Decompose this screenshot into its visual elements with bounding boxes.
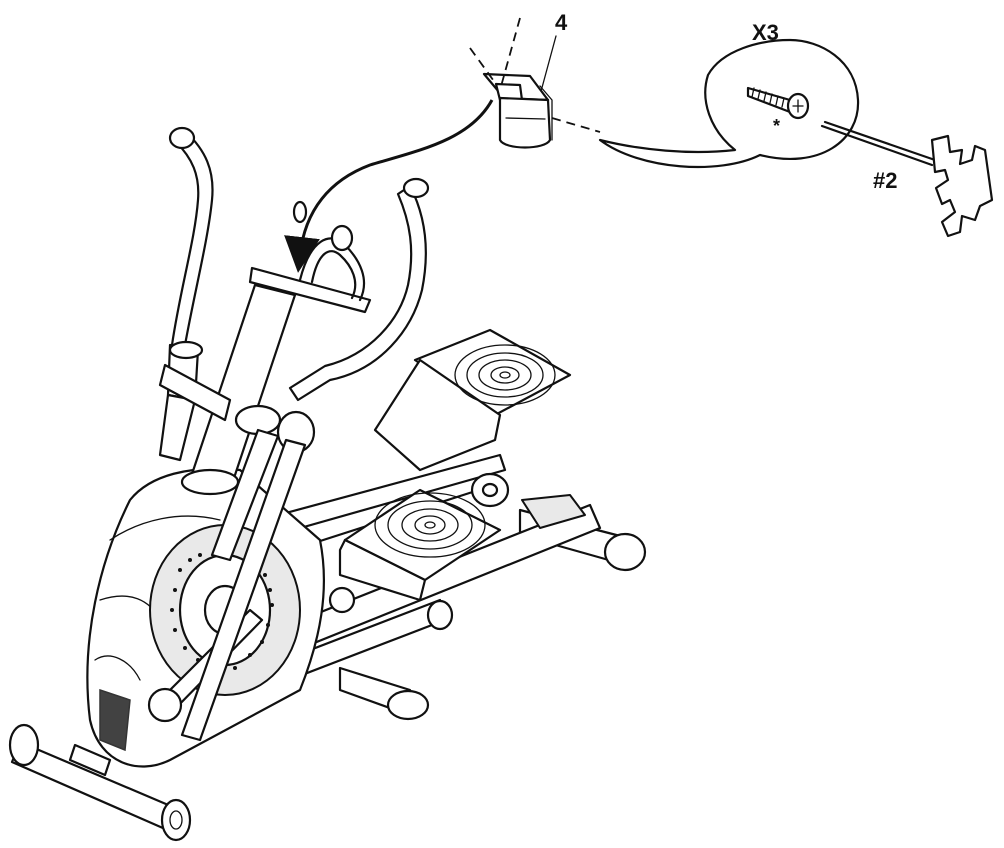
screw-icon <box>746 86 810 120</box>
pedal-lower-grip <box>374 492 486 558</box>
install-arrow <box>284 99 494 273</box>
pedal-upper-grip <box>454 344 556 406</box>
bracket-part-icon <box>482 72 553 149</box>
axis-dash-upper <box>469 47 497 85</box>
tool-label: #2 <box>873 168 897 193</box>
part-label: 4 <box>555 10 568 35</box>
callout-bubble <box>598 38 860 169</box>
part-leader-line <box>539 35 557 96</box>
screw-marker: * <box>773 116 780 136</box>
allen-key-icon <box>820 120 994 238</box>
elliptical-trainer-icon <box>8 126 647 842</box>
quantity-label: X3 <box>752 20 779 45</box>
axis-dash-vertical <box>499 17 521 91</box>
axis-dash-horizontal <box>551 117 601 133</box>
